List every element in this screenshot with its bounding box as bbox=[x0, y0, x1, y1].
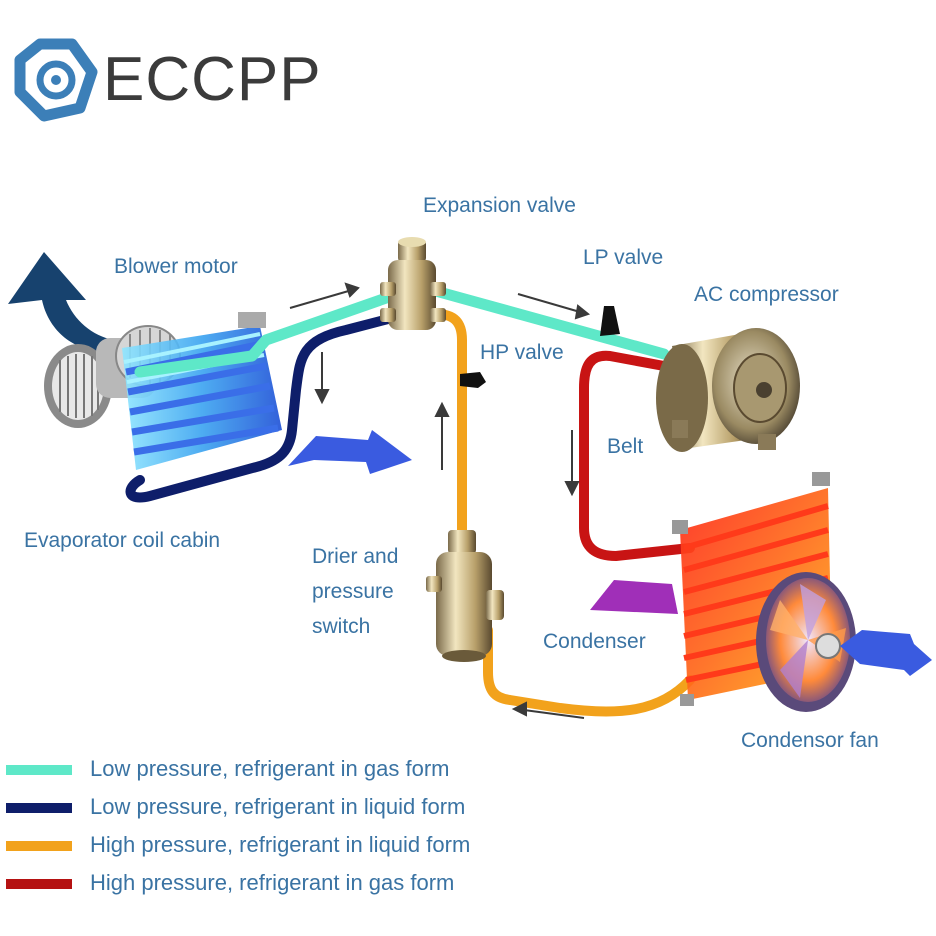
flow-arrow-icon bbox=[517, 293, 591, 320]
air-inflow-arrow-evaporator-icon bbox=[288, 430, 412, 474]
high-pressure-gas-line bbox=[579, 350, 695, 561]
legend-swatch bbox=[6, 879, 72, 889]
label-drier-line-1: Drier and bbox=[312, 545, 399, 568]
label-belt: Belt bbox=[607, 435, 644, 458]
flow-arrow-icon bbox=[434, 401, 450, 470]
air-inflow-arrow-fan-icon bbox=[840, 630, 932, 676]
low-pressure-liquid-line bbox=[125, 313, 397, 503]
legend-item-high-pressure-liquid: High pressure, refrigerant in liquid for… bbox=[0, 832, 560, 860]
legend-item-high-pressure-gas: High pressure, refrigerant in gas form bbox=[0, 870, 560, 898]
label-condenser: Condenser bbox=[543, 630, 646, 653]
low-pressure-gas-line bbox=[134, 284, 670, 378]
flow-arrow-icon bbox=[564, 430, 580, 497]
label-hp-valve: HP valve bbox=[480, 341, 564, 364]
flow-arrow-icon bbox=[511, 701, 585, 719]
label-condensor-fan: Condensor fan bbox=[741, 729, 879, 752]
label-ac-compressor: AC compressor bbox=[694, 283, 839, 306]
legend-label: Low pressure, refrigerant in gas form bbox=[90, 756, 450, 781]
ac-compressor-graphic bbox=[656, 328, 800, 452]
air-inflow-arrow-condenser-icon bbox=[590, 580, 678, 614]
legend-label: Low pressure, refrigerant in liquid form bbox=[90, 794, 466, 819]
hp-valve-cap-icon bbox=[460, 372, 486, 388]
flow-arrow-icon bbox=[289, 282, 360, 309]
label-expansion-valve: Expansion valve bbox=[423, 194, 576, 217]
lp-valve-cap-icon bbox=[600, 306, 620, 336]
label-blower-motor: Blower motor bbox=[114, 255, 238, 278]
high-pressure-liquid-line-upper bbox=[431, 309, 467, 545]
legend-label: High pressure, refrigerant in gas form bbox=[90, 870, 455, 895]
label-drier-line-3: switch bbox=[312, 615, 371, 638]
legend-item-low-pressure-liquid: Low pressure, refrigerant in liquid form bbox=[0, 794, 560, 822]
flow-arrow-icon bbox=[314, 352, 330, 405]
hexagon-ring-logo-icon bbox=[14, 38, 98, 122]
label-lp-valve: LP valve bbox=[583, 246, 664, 269]
high-pressure-liquid-line bbox=[483, 625, 695, 717]
condensor-fan-graphic bbox=[756, 572, 856, 712]
legend-swatch bbox=[6, 841, 72, 851]
legend-swatch bbox=[6, 803, 72, 813]
brand-name: ECCPP bbox=[103, 45, 322, 114]
legend-label: High pressure, refrigerant in liquid for… bbox=[90, 832, 471, 857]
label-drier-line-2: pressure bbox=[312, 580, 394, 603]
expansion-valve-graphic bbox=[380, 237, 446, 330]
legend-item-low-pressure-gas: Low pressure, refrigerant in gas form bbox=[0, 756, 560, 784]
air-outflow-arrow-icon bbox=[8, 252, 114, 352]
legend-swatch bbox=[6, 765, 72, 775]
label-evaporator-coil-cabin: Evaporator coil cabin bbox=[24, 529, 221, 552]
drier-graphic bbox=[426, 530, 504, 662]
